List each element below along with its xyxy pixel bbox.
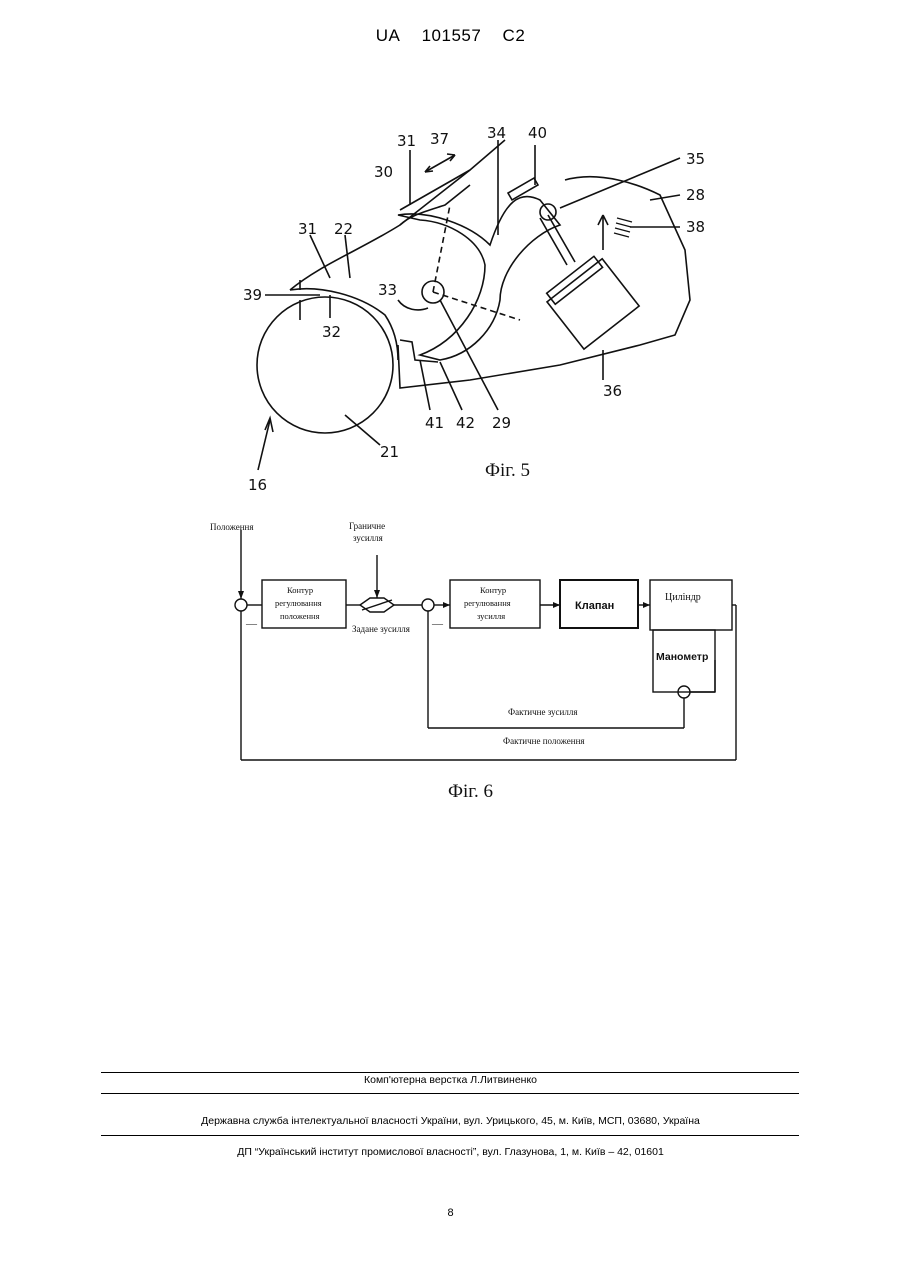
leader-16 <box>258 420 270 470</box>
label-37: 37 <box>430 130 449 148</box>
footer-rule-3 <box>101 1135 799 1136</box>
hatch-38 <box>614 218 632 237</box>
label-22: 22 <box>334 220 353 238</box>
limit-force-label-1: Граничне <box>349 521 385 531</box>
force-limiter <box>360 598 394 612</box>
force-block-line2: регулювання <box>464 598 511 608</box>
pos-block-line1: Контур <box>287 585 313 595</box>
rod-eye <box>540 204 556 220</box>
housing-28 <box>398 177 690 388</box>
force-sensor-junction <box>678 686 690 698</box>
label-39: 39 <box>243 286 262 304</box>
arrow-37 <box>425 155 455 172</box>
position-loop-block <box>262 580 346 628</box>
valve-block <box>560 580 638 628</box>
manometer-block <box>653 630 715 692</box>
label-21: 21 <box>380 443 399 461</box>
arrowhead-valve <box>553 602 560 608</box>
lever-arm <box>290 140 505 290</box>
arrowhead-cylinder <box>643 602 650 608</box>
cylinder-label: Циліндр <box>665 592 701 603</box>
cylinder-block <box>650 580 732 630</box>
label-35: 35 <box>686 150 705 168</box>
sum-junction-2 <box>422 599 434 611</box>
arrowhead-input <box>238 591 244 599</box>
label-31b: 31 <box>298 220 317 238</box>
actual-force-label: Фактичне зусилля <box>508 707 578 717</box>
minus-sign-1: — <box>245 618 258 630</box>
label-32: 32 <box>322 323 341 341</box>
page-number: 8 <box>0 1207 901 1219</box>
sum-junction-1 <box>235 599 247 611</box>
figure-6-caption: Фіг. 6 <box>448 781 493 802</box>
arrow-33 <box>398 300 428 310</box>
force-block-line1: Контур <box>480 585 506 595</box>
label-29: 29 <box>492 414 511 432</box>
label-16: 16 <box>248 476 267 494</box>
label-36: 36 <box>603 382 622 400</box>
leader-31b <box>310 235 330 278</box>
footer-ip-service: Державна служба інтелектуальної власност… <box>0 1115 901 1127</box>
setpoint-force-label: Задане зусилля <box>352 624 410 634</box>
manometer-label: Манометр <box>656 651 708 663</box>
actual-position-label: Фактичне положення <box>503 736 585 746</box>
limit-force-label-2: зусилля <box>353 533 383 543</box>
label-38: 38 <box>686 218 705 236</box>
leader-42 <box>440 362 462 410</box>
label-34: 34 <box>487 124 506 142</box>
label-40: 40 <box>528 124 547 142</box>
footer-rule-1 <box>101 1072 799 1073</box>
label-33: 33 <box>378 281 397 299</box>
pos-block-line3: положення <box>280 611 320 621</box>
footer-rule-2 <box>101 1093 799 1094</box>
arrowhead-force-block <box>443 602 450 608</box>
leader-22 <box>345 235 350 278</box>
label-30: 30 <box>374 163 393 181</box>
leader-21 <box>345 415 380 445</box>
dash-line-2 <box>433 292 520 320</box>
figure-5-caption: Фіг. 5 <box>485 460 530 481</box>
label-31a: 31 <box>397 132 416 150</box>
limiter-slash <box>362 600 392 610</box>
force-loop-block <box>450 580 540 628</box>
roller-21 <box>257 297 393 433</box>
pos-block-line2: регулювання <box>275 598 322 608</box>
label-28: 28 <box>686 186 705 204</box>
minus-sign-2: — <box>431 618 444 630</box>
arrow-38 <box>598 215 608 250</box>
footer-layout-credit: Комп'ютерна верстка Л.Литвиненко <box>0 1074 901 1086</box>
valve-label: Клапан <box>575 600 614 612</box>
label-42: 42 <box>456 414 475 432</box>
crescent-34 <box>398 196 560 360</box>
arrowhead-limit <box>374 590 380 598</box>
figure-5-drawing: 31 37 34 40 35 28 30 38 31 22 33 39 32 3… <box>0 0 901 500</box>
leader-28 <box>650 195 680 200</box>
footer-institute: ДП “Український інститут промислової вла… <box>0 1146 901 1158</box>
label-41: 41 <box>425 414 444 432</box>
input-position-label: Положення <box>210 522 254 532</box>
force-block-line3: зусилля <box>477 611 505 621</box>
cylinder-36 <box>547 259 639 349</box>
